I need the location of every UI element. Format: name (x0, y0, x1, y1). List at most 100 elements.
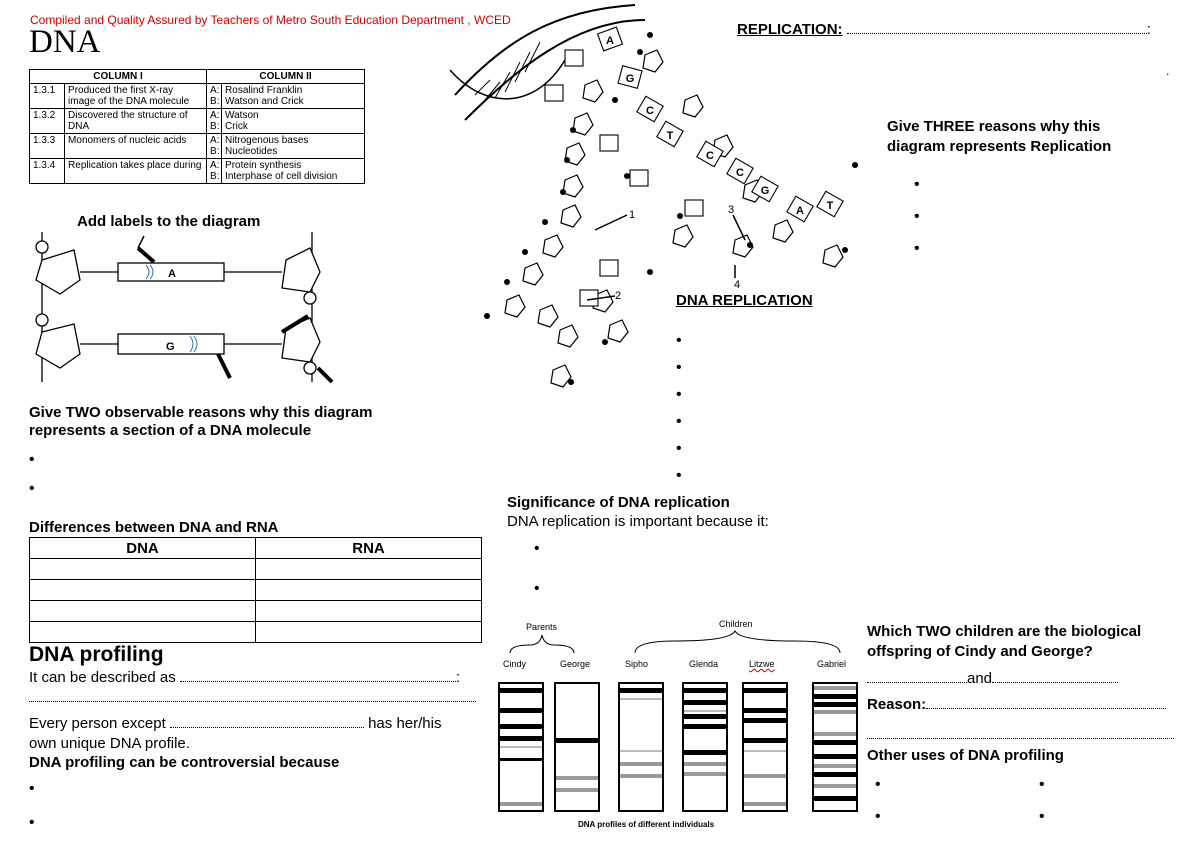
lane-label: Gabriel (817, 659, 847, 669)
option-a-label: A: (210, 110, 220, 121)
option-b-label: B: (210, 96, 220, 107)
compiled-note: Compiled and Quality Assured by Teachers… (30, 13, 511, 27)
base-a-label: A (168, 268, 176, 280)
base-letter: G (761, 185, 770, 197)
diagram-number: 4 (734, 279, 740, 291)
column-table: COLUMN I COLUMN II 1.3.1 Produced the fi… (28, 69, 365, 184)
diagram-number: 1 (629, 209, 635, 221)
answer-cell[interactable] (29, 579, 256, 601)
option-a: Protein synthesis (225, 160, 302, 171)
base-letter: A (606, 35, 614, 47)
question-text: Discovered the structure of DNA (64, 108, 208, 134)
other-uses-heading: Other uses of DNA profiling (867, 747, 1064, 764)
base-g-label: G (166, 341, 175, 353)
described-label: It can be described as (29, 669, 176, 686)
differences-table: DNA RNA (29, 537, 482, 643)
gel-lane-litzwe (742, 682, 788, 812)
base-letter: C (736, 167, 744, 179)
lane-label: Sipho (625, 659, 649, 669)
option-a: Watson (225, 110, 259, 121)
base-letter: C (646, 105, 654, 117)
table-row (29, 600, 482, 622)
gel-brackets (509, 629, 841, 654)
page-title: DNA (29, 24, 101, 60)
reason-answer-line[interactable] (926, 708, 1167, 709)
answer-cell[interactable] (29, 600, 256, 622)
gel-lane-gabriel (812, 682, 858, 812)
base-letter: C (706, 150, 714, 162)
bullet-point (534, 580, 540, 598)
bullet-point (676, 386, 682, 404)
bullet-point (914, 176, 920, 194)
question-number: 1.3.4 (28, 158, 66, 184)
question-number: 1.3.3 (28, 133, 66, 159)
answer-cell[interactable] (255, 579, 482, 601)
gel-lane-sipho (618, 682, 664, 812)
every-person-label: Every person except (29, 715, 166, 732)
child-2-answer-line[interactable] (992, 682, 1119, 683)
bullet-point (914, 240, 920, 258)
bullet-point (29, 780, 35, 798)
significance-sub: DNA replication is important because it: (507, 513, 769, 530)
option-b: Interphase of cell division (225, 171, 338, 182)
answer-line[interactable] (29, 701, 476, 702)
table-row: 1.3.4 Replication takes place during A:B… (28, 158, 365, 184)
bullet-point (676, 332, 682, 350)
table-row: 1.3.1 Produced the first X-ray image of … (28, 83, 365, 109)
option-b: Watson and Crick (225, 96, 304, 107)
base-letter: G (626, 73, 635, 85)
bullet-point (1039, 776, 1045, 794)
column-2-header: COLUMN II (206, 69, 365, 84)
option-a-label: A: (210, 85, 220, 96)
bullet-point (914, 208, 920, 226)
answer-cell[interactable] (255, 558, 482, 580)
option-b-label: B: (210, 121, 220, 132)
lane-label: Litzwe (749, 659, 775, 669)
child-1-answer-line[interactable] (867, 682, 967, 683)
bullet-point (676, 413, 682, 431)
question-text: Monomers of nucleic acids (64, 133, 208, 159)
base-letter: A (796, 205, 804, 217)
bullet-point (534, 540, 540, 558)
replication-answer-line[interactable] (846, 33, 1147, 34)
option-a: Nitrogenous bases (225, 135, 309, 146)
question-text: Replication takes place during (64, 158, 208, 184)
bullet-point (676, 467, 682, 485)
answer-cell[interactable] (255, 600, 482, 622)
lane-label: Glenda (689, 659, 719, 669)
answer-cell[interactable] (29, 558, 256, 580)
controversial-heading: DNA profiling can be controversial becau… (29, 754, 340, 771)
column-1-header: COLUMN I (28, 69, 208, 84)
and-label: and (967, 670, 993, 687)
gel-lane-glenda (682, 682, 728, 812)
every-person-answer-line[interactable] (169, 727, 364, 728)
table-row (29, 579, 482, 601)
gel-caption: DNA profiles of different individuals (578, 820, 715, 829)
three-reasons-heading: Give THREE reasons why this diagram repr… (887, 118, 1112, 155)
bullet-point (29, 451, 35, 469)
answer-cell[interactable] (255, 621, 482, 643)
question-text: Produced the first X-ray image of the DN… (64, 83, 208, 109)
lane-label: Cindy (503, 659, 527, 669)
replication-diagram: A G C T C C G A T 1 2 3 4 (449, 4, 858, 388)
option-a: Rosalind Franklin (225, 85, 303, 96)
option-b-label: B: (210, 146, 220, 157)
described-answer-line[interactable] (179, 681, 456, 682)
reason-label: Reason: (867, 696, 927, 713)
option-a-label: A: (210, 135, 220, 146)
rna-column-header: RNA (255, 537, 482, 559)
own-unique-text: own unique DNA profile. (29, 735, 190, 752)
significance-heading: Significance of DNA replication (507, 494, 730, 511)
answer-cell[interactable] (29, 621, 256, 643)
gel-lane-cindy (498, 682, 544, 812)
label-diagram-heading: Add labels to the diagram (77, 213, 261, 230)
bullet-point (875, 776, 881, 794)
parents-label: Parents (526, 622, 558, 632)
question-number: 1.3.2 (28, 108, 66, 134)
has-her-his-label: has her/his (368, 715, 442, 732)
bullet-point (1039, 808, 1045, 826)
replication-heading: REPLICATION: (737, 21, 843, 38)
profiling-heading: DNA profiling (29, 643, 164, 666)
answer-line[interactable] (867, 738, 1174, 739)
diagram-number: 3 (728, 204, 734, 216)
